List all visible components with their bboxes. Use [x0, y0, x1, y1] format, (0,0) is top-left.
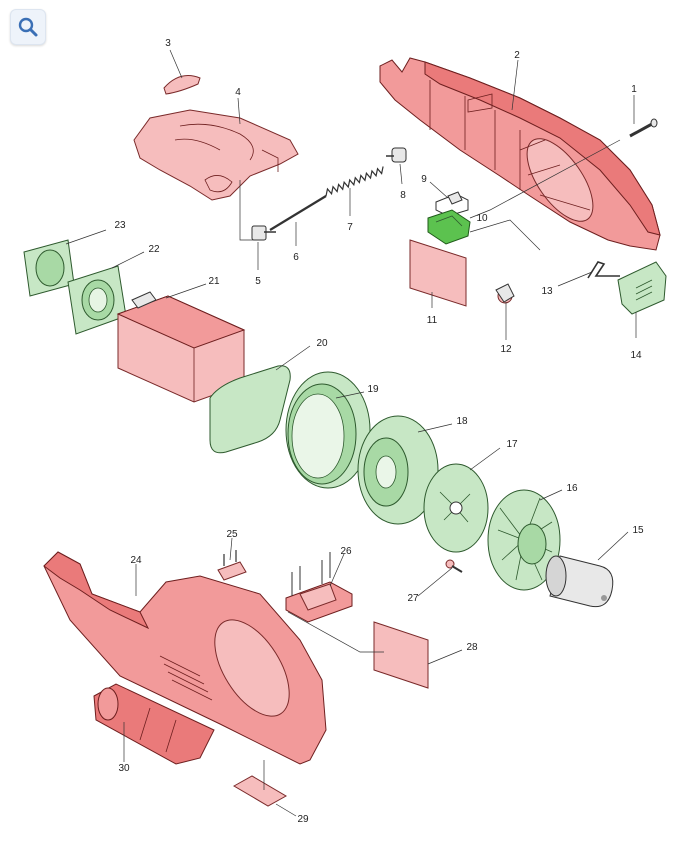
- part-22-filter-frame: [67, 265, 127, 335]
- label-part-21: 21: [208, 276, 220, 287]
- label-part-28: 28: [466, 642, 478, 653]
- part-17-impeller-plate: [423, 463, 489, 553]
- part-21-filter-box: [116, 291, 246, 403]
- part-13-wire-clip: [587, 261, 620, 279]
- part-15-motor: [545, 555, 614, 608]
- label-part-1: 1: [631, 84, 637, 95]
- label-part-18: 18: [456, 416, 468, 427]
- label-part-26: 26: [340, 546, 352, 557]
- label-part-10: 10: [476, 213, 488, 224]
- label-part-6: 6: [293, 252, 299, 263]
- part-8-clip: [386, 147, 407, 163]
- label-part-2: 2: [514, 50, 520, 61]
- part-number-labels: 1 2 3 4 5 6 7 8 9 10 11 12 13 14 15 16 1…: [114, 38, 644, 825]
- part-5-clip: [251, 225, 276, 241]
- part-28-label: [373, 621, 429, 689]
- part-12-latch: [495, 283, 515, 304]
- part-23-seal: [23, 239, 75, 297]
- label-part-16: 16: [566, 483, 578, 494]
- part-14-release-cap: [617, 261, 667, 315]
- label-part-17: 17: [506, 439, 518, 450]
- label-part-15: 15: [632, 525, 644, 536]
- part-20-filter-pad: [209, 365, 291, 454]
- part-26-circuit-board: [285, 552, 353, 623]
- part-6-rod: [269, 195, 327, 231]
- part-16-fan: [487, 489, 561, 591]
- label-part-13: 13: [541, 286, 553, 297]
- label-part-7: 7: [347, 222, 353, 233]
- part-2-upper-housing: [379, 57, 661, 251]
- label-part-22: 22: [148, 244, 160, 255]
- label-part-20: 20: [316, 338, 328, 349]
- part-1-screw: [629, 118, 658, 138]
- label-part-24: 24: [130, 555, 142, 566]
- part-10-switch: [427, 209, 471, 245]
- part-9-switch-cap: [435, 191, 469, 217]
- leader-lines: [65, 49, 637, 817]
- label-part-23: 23: [114, 220, 126, 231]
- label-part-12: 12: [500, 344, 512, 355]
- part-29-label: [232, 775, 288, 807]
- label-part-4: 4: [235, 87, 241, 98]
- magnifier-icon: [18, 17, 38, 37]
- label-part-9: 9: [421, 174, 427, 185]
- label-part-29: 29: [297, 814, 309, 825]
- part-18-filter-disc: [357, 415, 439, 525]
- part-11-label: [409, 239, 467, 307]
- part-19-filter-ring: [285, 371, 371, 489]
- label-part-25: 25: [226, 529, 238, 540]
- part-30-battery: [93, 683, 215, 765]
- label-part-5: 5: [255, 276, 261, 287]
- label-part-11: 11: [427, 315, 438, 326]
- label-part-19: 19: [367, 384, 379, 395]
- part-7-spring: [325, 166, 384, 197]
- label-part-14: 14: [630, 350, 642, 361]
- label-part-8: 8: [400, 190, 406, 201]
- label-part-3: 3: [165, 38, 171, 49]
- part-3-button: [163, 75, 201, 95]
- label-part-27: 27: [407, 593, 419, 604]
- part-24-lower-housing: [43, 551, 327, 765]
- part-4-top-cover: [133, 109, 299, 201]
- label-part-30: 30: [118, 763, 130, 774]
- zoom-button[interactable]: [10, 9, 46, 45]
- part-27-screw: [445, 559, 463, 573]
- part-25-terminal: [217, 550, 247, 581]
